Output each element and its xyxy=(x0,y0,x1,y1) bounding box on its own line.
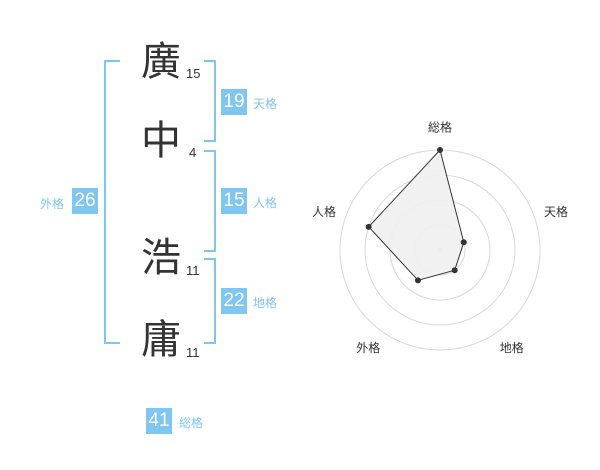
jinkaku-badge: 15 xyxy=(221,188,247,214)
radar-point-4 xyxy=(414,277,421,284)
stroke-count-4: 11 xyxy=(186,345,200,360)
jinkaku-label: 人格 xyxy=(253,196,278,210)
radar-axis-label-3: 地格 xyxy=(500,340,524,355)
soukaku-badge: 41 xyxy=(146,408,172,434)
radar-area xyxy=(368,148,465,281)
gaikaku-bracket xyxy=(104,60,120,344)
name-char-2: 中 xyxy=(141,118,181,164)
radar-axis-label-1: 総格 xyxy=(428,120,452,135)
jinkaku-bracket xyxy=(204,150,216,252)
stroke-count-1: 15 xyxy=(186,66,201,81)
tenkaku-badge: 19 xyxy=(221,89,247,115)
name-char-4: 庸 xyxy=(141,317,181,363)
chikaku-badge: 22 xyxy=(221,288,247,314)
stroke-count-3: 11 xyxy=(186,263,200,278)
gaikaku-badge: 26 xyxy=(72,188,98,214)
radar-point-5 xyxy=(365,223,372,230)
radar-point-1 xyxy=(437,147,443,153)
stroke-count-2: 4 xyxy=(189,145,197,160)
name-char-3: 浩 xyxy=(141,235,181,281)
chikaku-bracket xyxy=(204,258,216,344)
radar-point-3 xyxy=(451,267,458,274)
chikaku-label: 地格 xyxy=(253,296,278,310)
radar-axis-label-5: 人格 xyxy=(312,204,336,219)
tenkaku-label: 天格 xyxy=(253,97,278,111)
radar-axis-label-4: 外格 xyxy=(356,340,380,355)
radar-point-2 xyxy=(460,239,467,246)
gaikaku-label: 外格 xyxy=(40,197,65,211)
radar-axis-label-2: 天格 xyxy=(544,204,568,219)
name-char-1: 廣 xyxy=(141,39,181,85)
soukaku-label: 総格 xyxy=(179,416,204,430)
tenkaku-bracket xyxy=(204,60,216,142)
